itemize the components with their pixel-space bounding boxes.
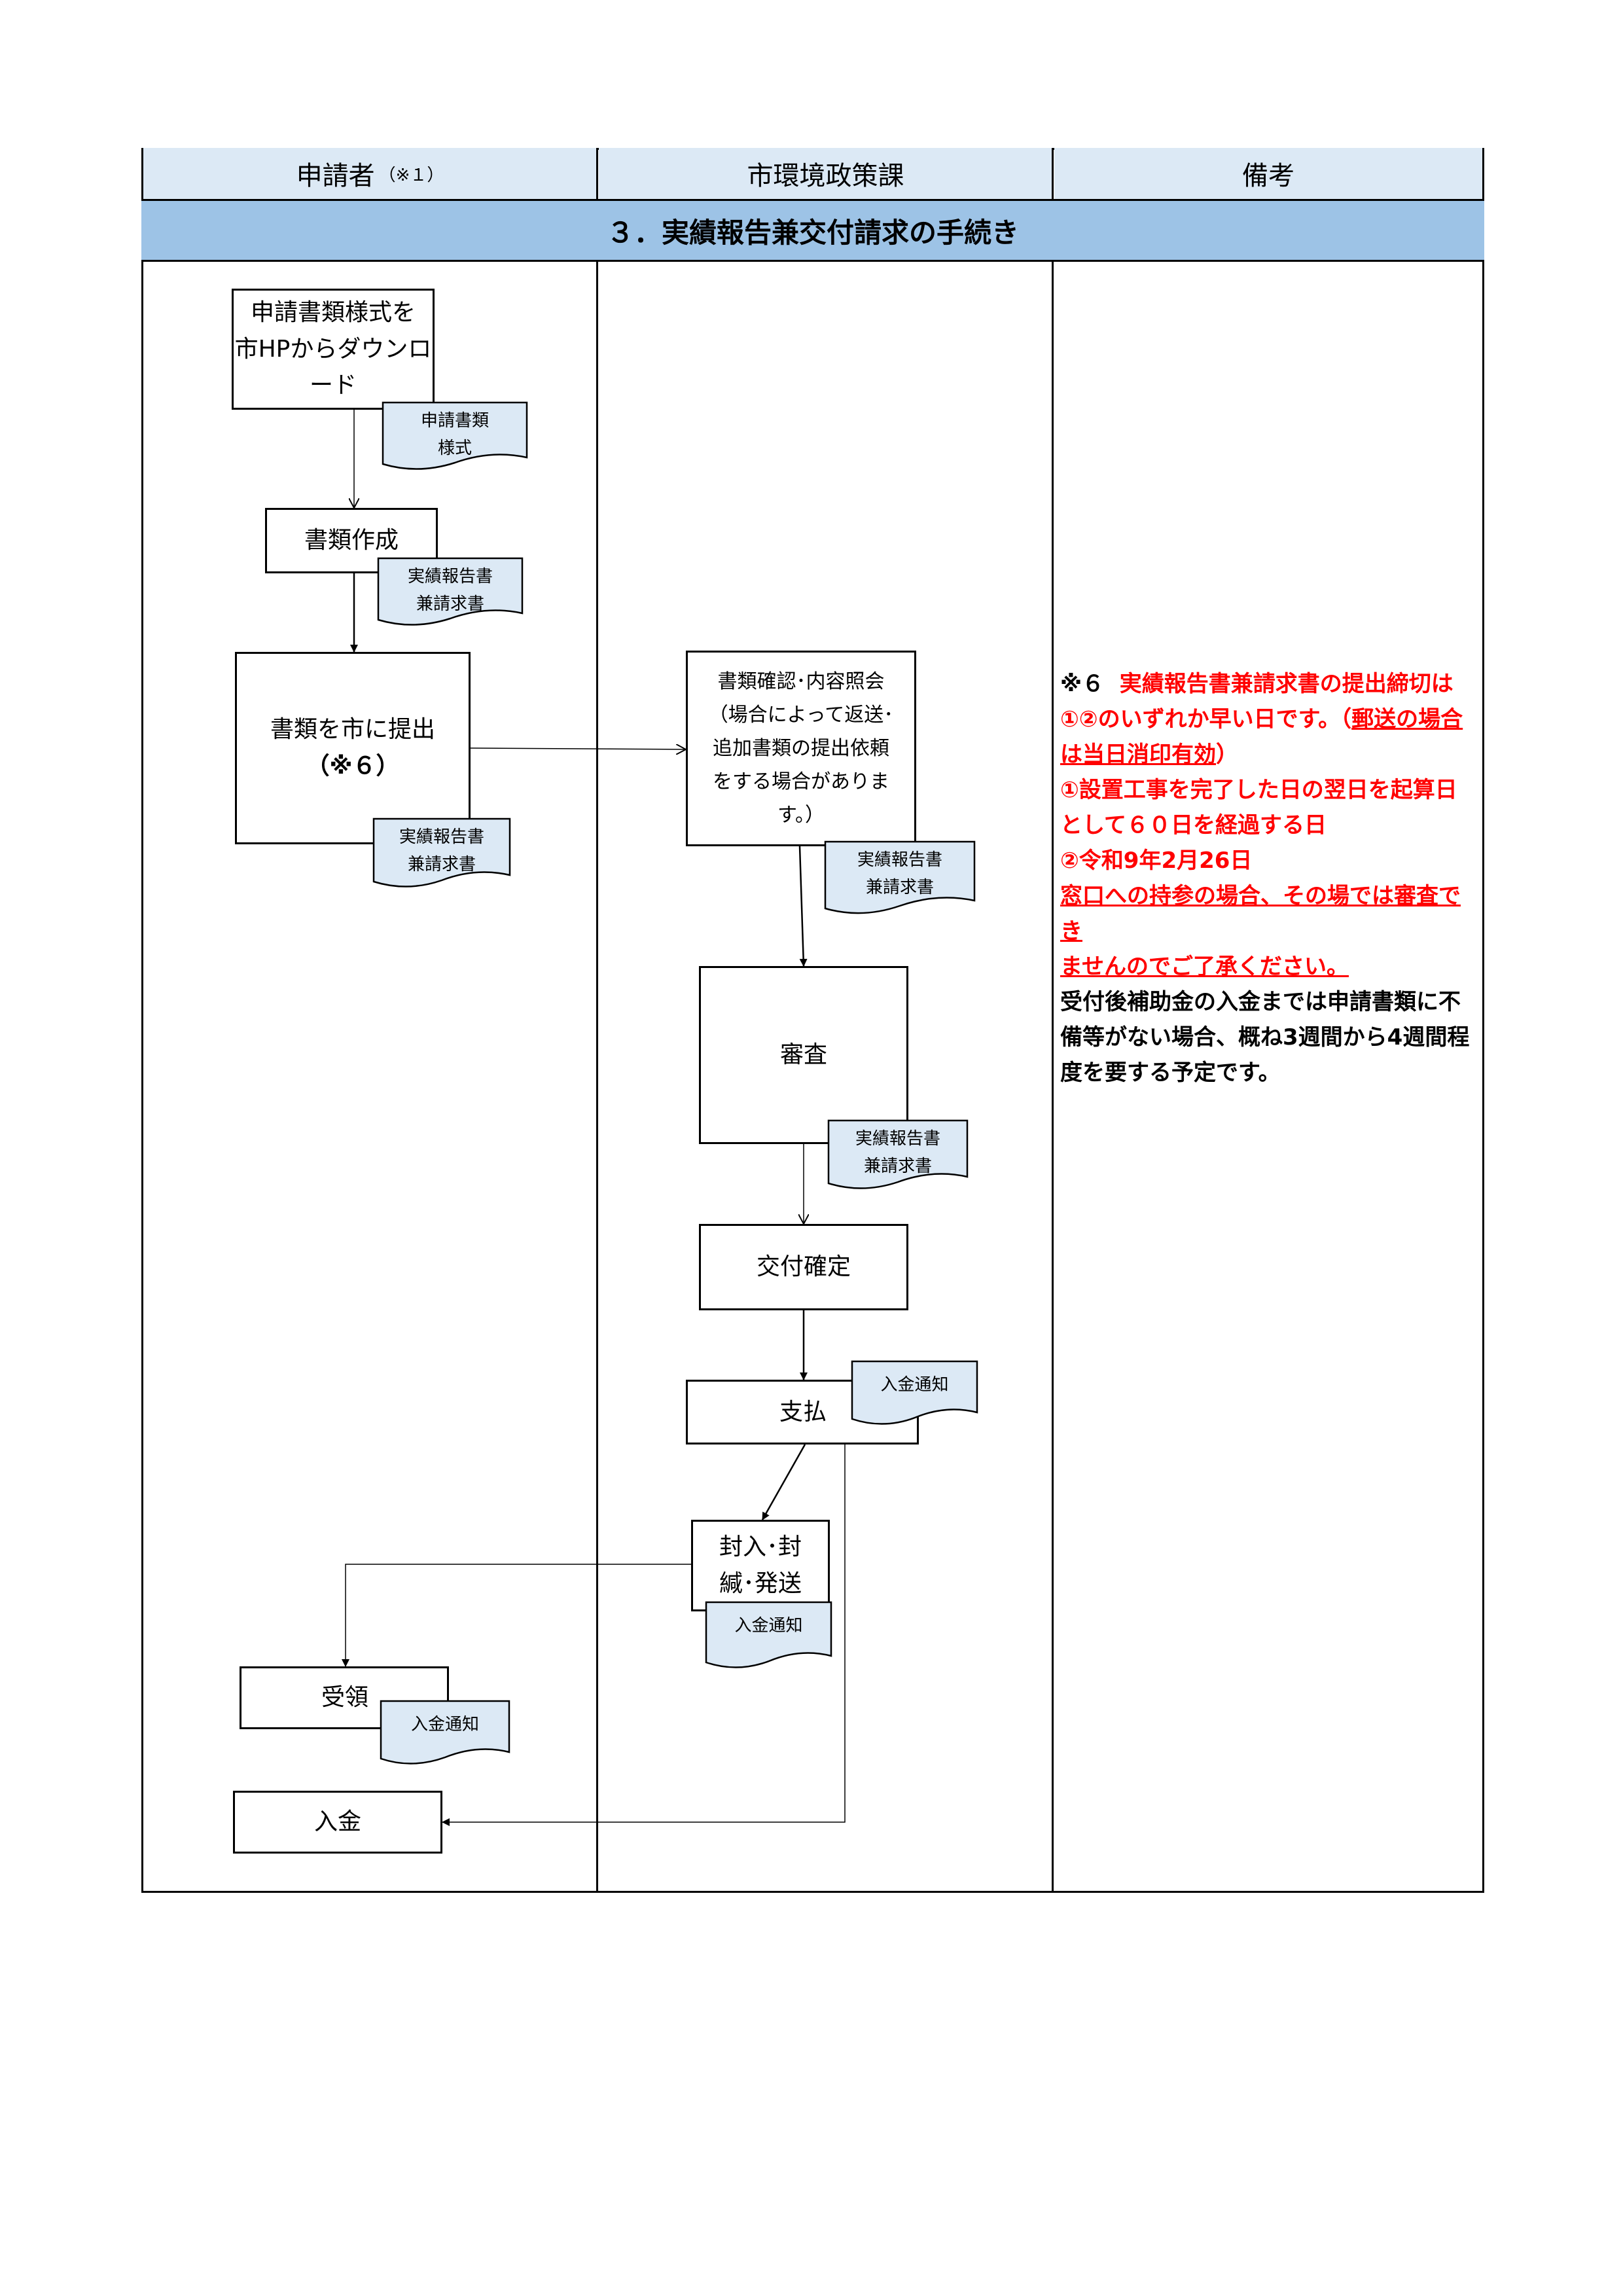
report-document-check: 実績報告書兼請求書 xyxy=(824,840,976,918)
note-line-6: ②令和9年2月26日 xyxy=(1060,848,1253,874)
document-check-step: 書類確認･内容照会 （場合によって返送･ 追加書類の提出依頼 をする場合がありま… xyxy=(686,651,916,846)
note-line-7: 窓口への持参の場合、その場では審査でき xyxy=(1060,883,1461,944)
report-document-line2: 兼請求書 xyxy=(863,1156,932,1176)
header-remarks-label: 備考 xyxy=(1242,161,1294,191)
note-line-9: 受付後補助金の入金までは申請書類に不 xyxy=(1060,989,1461,1015)
note-deadline-intro: 実績報告書兼請求書の提出締切は xyxy=(1119,671,1454,697)
document-check-line4: をする場合がありま xyxy=(713,770,889,793)
document-shape-icon xyxy=(372,817,511,888)
header-applicant-label: 申請者 xyxy=(296,161,375,191)
enclose-and-send-line2: 緘･発送 xyxy=(719,1570,802,1597)
receive-label: 受領 xyxy=(321,1684,369,1712)
note-line-11: 度を要する予定です。 xyxy=(1060,1060,1281,1086)
deposit-notice-label: 入金通知 xyxy=(410,1715,479,1734)
report-document-line2: 兼請求書 xyxy=(865,877,934,897)
deposit-notice-document-receive: 入金通知 xyxy=(380,1700,510,1768)
enclose-and-send-line1: 封入･封 xyxy=(719,1534,802,1561)
review-step: 審査 xyxy=(699,966,908,1144)
document-shape-icon xyxy=(824,840,976,914)
header-city-division: 市環境政策課 xyxy=(599,148,1052,199)
deposit-notice-label: 入金通知 xyxy=(880,1375,949,1395)
grant-confirmation-label: 交付確定 xyxy=(756,1253,851,1281)
submit-to-city-step: 書類を市に提出 （※６） xyxy=(235,652,471,844)
arrow-payment-to-seal xyxy=(761,1444,806,1520)
deposit-notice-label: 入金通知 xyxy=(734,1616,803,1636)
report-document-applicant: 実績報告書兼請求書 xyxy=(377,557,524,629)
document-shape-icon xyxy=(705,1601,832,1668)
header-applicant: 申請者（※１） xyxy=(143,148,597,199)
note-line-3: は当日消印有効） xyxy=(1060,742,1238,768)
deposit-notice-document-payment: 入金通知 xyxy=(851,1360,978,1428)
section-title: ３．実績報告兼交付請求の手続き xyxy=(141,199,1484,262)
report-document-line1: 実績報告書 xyxy=(855,1129,940,1149)
enclose-and-send-step: 封入･封 緘･発送 xyxy=(691,1520,830,1611)
arrow-payment-to-deposit xyxy=(442,1444,846,1826)
header-applicant-note: （※１） xyxy=(378,165,444,185)
document-check-line3: 追加書類の提出依頼 xyxy=(713,737,889,760)
document-check-line2: （場合によって返送･ xyxy=(708,704,894,726)
deposit-step: 入金 xyxy=(233,1791,442,1854)
column-divider xyxy=(1052,262,1054,1893)
document-shape-icon xyxy=(827,1119,969,1189)
review-label: 審査 xyxy=(779,1041,827,1069)
header-remarks: 備考 xyxy=(1054,148,1482,199)
note-line-8: ませんのでご了承ください。 xyxy=(1060,954,1349,980)
download-forms-line2: 市HPからダウンロード xyxy=(234,335,432,399)
report-document-review: 実績報告書兼請求書 xyxy=(827,1119,969,1193)
deposit-notice-document-send: 入金通知 xyxy=(705,1601,832,1672)
report-document-line2: 兼請求書 xyxy=(416,594,484,614)
note-mark: ※６ xyxy=(1060,671,1105,697)
note-line-1: ※６ 実績報告書兼請求書の提出締切は xyxy=(1060,666,1479,702)
forms-document-line2: 様式 xyxy=(437,438,472,458)
note-line-4: ①設置工事を完了した日の翌日を起算日 xyxy=(1060,777,1457,803)
document-shape-icon xyxy=(380,1700,510,1765)
note-line-5: として６０日を経過する日 xyxy=(1060,812,1327,838)
column-divider xyxy=(1052,148,1054,199)
grant-confirmation-step: 交付確定 xyxy=(699,1224,908,1310)
report-document-line1: 実績報告書 xyxy=(407,567,493,586)
document-check-line5: す。） xyxy=(777,804,825,827)
report-document-line1: 実績報告書 xyxy=(857,850,942,870)
submit-to-city-line2: （※６） xyxy=(306,753,400,780)
arrow-check-to-review xyxy=(798,846,808,967)
report-document-submitted: 実績報告書兼請求書 xyxy=(372,817,511,891)
arrow-submit-to-check xyxy=(470,748,686,749)
forms-document: 申請書類様式 xyxy=(382,401,528,473)
report-document-line1: 実績報告書 xyxy=(399,827,484,847)
deposit-label: 入金 xyxy=(313,1808,361,1836)
column-divider xyxy=(596,262,598,1893)
header-city-label: 市環境政策課 xyxy=(747,161,904,191)
report-document-line2: 兼請求書 xyxy=(407,854,476,874)
note-line-10: 備等がない場合、概ね3週間から4週間程 xyxy=(1060,1024,1470,1050)
document-creation-label: 書類作成 xyxy=(304,527,399,554)
column-divider xyxy=(596,148,598,199)
note-line-2: ①②のいずれか早い日です。（郵送の場合 xyxy=(1060,706,1463,732)
document-check-line1: 書類確認･内容照会 xyxy=(717,670,885,693)
document-shape-icon xyxy=(851,1360,978,1425)
submit-to-city-line1: 書類を市に提出 xyxy=(270,716,435,744)
document-shape-icon xyxy=(382,401,528,470)
arrow-seal-to-receive xyxy=(342,1564,691,1667)
download-forms-line1: 申請書類様式を xyxy=(250,298,416,326)
download-forms-step: 申請書類様式を 市HPからダウンロード xyxy=(232,289,435,410)
forms-document-line1: 申請書類 xyxy=(420,411,489,431)
payment-label: 支払 xyxy=(779,1398,827,1426)
remarks-notes: ※６ 実績報告書兼請求書の提出締切は ①②のいずれか早い日です。（郵送の場合 は… xyxy=(1060,666,1479,1090)
document-shape-icon xyxy=(377,557,524,626)
